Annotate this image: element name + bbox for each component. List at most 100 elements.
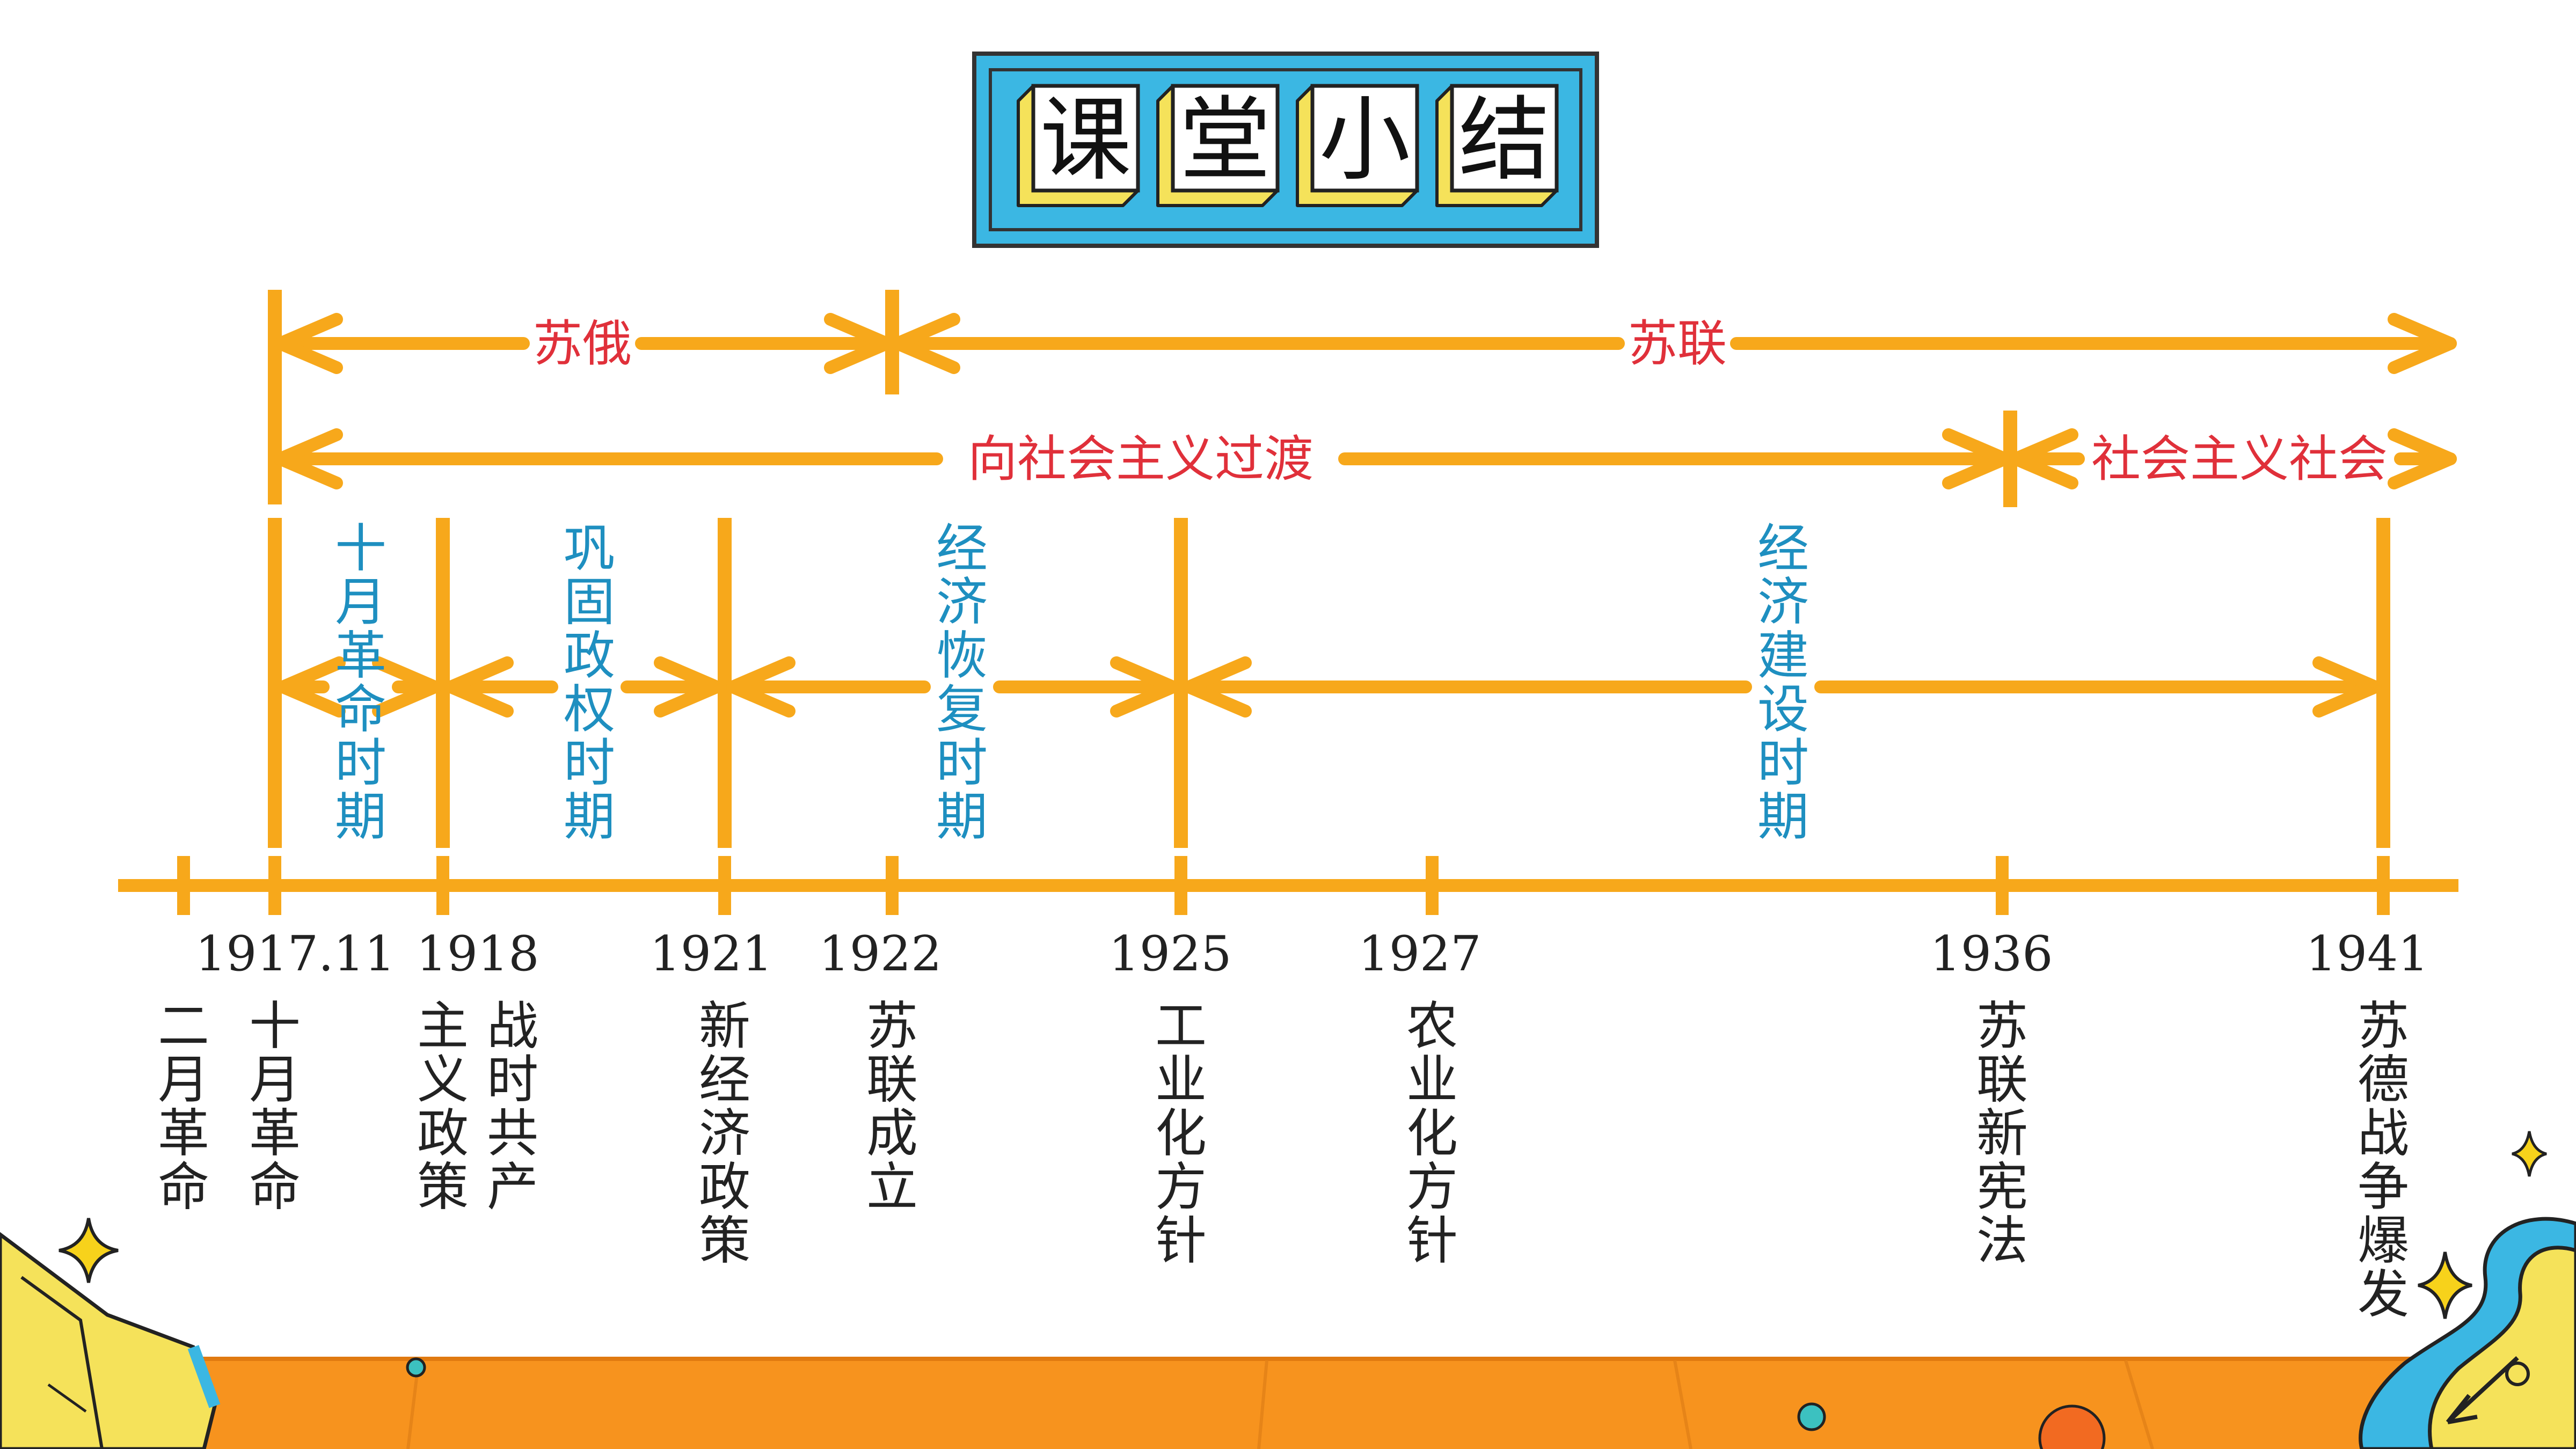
timeline-event-char: 成 xyxy=(866,1103,918,1163)
timeline-event-char: 政 xyxy=(699,1157,750,1217)
timeline-event-char: 策 xyxy=(417,1157,469,1217)
title-char-tile: 小 xyxy=(1296,84,1419,207)
timeline-event-char: 革 xyxy=(249,1103,301,1163)
period-label-char: 时 xyxy=(936,733,988,793)
period-label-char: 期 xyxy=(1757,787,1809,847)
dot-decoration xyxy=(2038,1404,2106,1449)
timeline-event-char: 针 xyxy=(1406,1211,1458,1271)
period-label-char: 恢 xyxy=(936,626,988,686)
timeline-event-char: 业 xyxy=(1155,1050,1207,1110)
period-label-char: 期 xyxy=(564,787,615,847)
period-label-char: 时 xyxy=(564,733,615,793)
period-label-char: 巩 xyxy=(564,518,615,579)
band-socialist-society: 社会主义社会 xyxy=(2009,428,2457,489)
clock-icon xyxy=(2359,1217,2576,1449)
period-label-char: 经 xyxy=(1757,518,1809,579)
period-label-char: 期 xyxy=(936,787,988,847)
timeline-event-char: 政 xyxy=(417,1103,469,1163)
band-label: 向社会主义过渡 xyxy=(968,430,1313,488)
timeline-event-char: 业 xyxy=(1406,1050,1458,1110)
timeline-event-char: 命 xyxy=(249,1157,301,1217)
period-label-char: 权 xyxy=(564,679,615,740)
period-label-char: 政 xyxy=(564,626,615,686)
timeline-event-char: 宪 xyxy=(1976,1157,2028,1217)
timeline-event-char: 立 xyxy=(866,1157,918,1217)
period-label-char: 固 xyxy=(564,572,615,632)
period-label-char: 时 xyxy=(1757,733,1809,793)
dot-decoration xyxy=(1797,1402,1826,1431)
timeline-year: 1925 xyxy=(1108,926,1231,982)
timeline-event-char: 争 xyxy=(2358,1157,2409,1217)
period-label-char: 革 xyxy=(335,626,386,686)
timeline-event-char: 时 xyxy=(487,1050,538,1110)
timeline-event-char: 共 xyxy=(487,1103,538,1163)
timeline-year: 1917.11 xyxy=(195,926,395,982)
sparkle-icon xyxy=(2418,1252,2472,1319)
timeline-event-char: 月 xyxy=(158,1050,209,1110)
title-char-tile: 课 xyxy=(1017,84,1140,207)
dot-decoration xyxy=(406,1357,426,1378)
timeline-event-char: 月 xyxy=(249,1050,301,1110)
band-transition: 向社会主义过渡 xyxy=(274,428,2011,489)
timeline-event-char: 苏 xyxy=(866,996,918,1056)
book-icon xyxy=(0,1232,221,1449)
timeline-event-char: 二 xyxy=(158,996,209,1056)
timeline-event-char: 方 xyxy=(1406,1157,1458,1217)
timeline-event-char: 革 xyxy=(158,1103,209,1163)
timeline-event-char: 联 xyxy=(866,1050,918,1110)
timeline-event-char: 方 xyxy=(1155,1157,1207,1217)
band-label: 社会主义社会 xyxy=(2091,430,2388,488)
timeline-event-char: 策 xyxy=(699,1211,750,1271)
timeline-year: 1921 xyxy=(650,926,772,982)
timeline-event-char: 命 xyxy=(158,1157,209,1217)
timeline-year: 1941 xyxy=(2305,926,2428,982)
period-label-char: 时 xyxy=(335,733,386,793)
timeline-event-char: 义 xyxy=(417,1050,469,1110)
sparkle-icon xyxy=(59,1218,119,1283)
period-label-char: 十 xyxy=(335,518,386,579)
timeline-event-char: 苏 xyxy=(2358,996,2409,1056)
period-label-char: 设 xyxy=(1757,679,1809,740)
timeline-event-char: 济 xyxy=(699,1103,750,1163)
period-label-char: 命 xyxy=(335,679,386,740)
timeline-event-char: 农 xyxy=(1406,996,1458,1056)
title-char-tile: 堂 xyxy=(1156,84,1280,207)
period-label-char: 复 xyxy=(936,679,988,740)
period-label-char: 济 xyxy=(1757,572,1809,632)
period-label-char: 经 xyxy=(936,518,988,579)
band-label: 苏联 xyxy=(1628,315,1727,372)
timeline-event-char: 苏 xyxy=(1976,996,2028,1056)
timeline-event-char: 德 xyxy=(2358,1050,2409,1110)
timeline-event-char: 主 xyxy=(417,996,469,1056)
timeline-event-char: 针 xyxy=(1155,1211,1207,1271)
title-char: 堂 xyxy=(1179,87,1271,194)
title-char: 课 xyxy=(1040,87,1131,194)
band-label: 苏俄 xyxy=(533,315,632,372)
title-char: 小 xyxy=(1319,87,1410,194)
title-char-tile: 结 xyxy=(1435,84,1559,207)
period-label-char: 期 xyxy=(335,787,386,847)
timeline-year: 1918 xyxy=(416,926,539,982)
timeline-event-char: 法 xyxy=(1976,1211,2028,1271)
period-label-char: 济 xyxy=(936,572,988,632)
timeline-event-char: 联 xyxy=(1976,1050,2028,1110)
title-banner: 课堂小结 xyxy=(972,52,1599,248)
timeline-event-char: 工 xyxy=(1155,996,1207,1056)
floor-band xyxy=(0,1357,2576,1449)
timeline-event-char: 战 xyxy=(487,996,538,1056)
timeline-event-char: 化 xyxy=(1406,1103,1458,1163)
title-char: 结 xyxy=(1458,87,1550,194)
